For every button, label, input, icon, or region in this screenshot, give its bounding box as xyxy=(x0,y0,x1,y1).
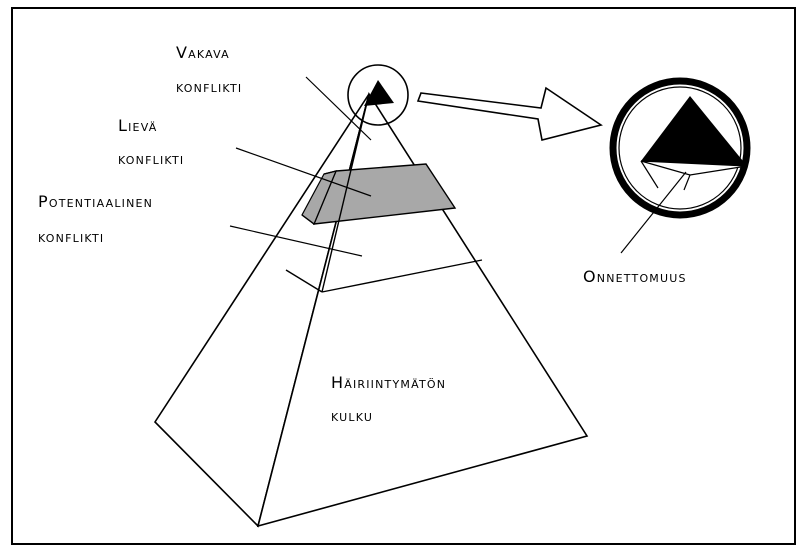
label-onnettomuus: Onnettomuus xyxy=(583,267,687,286)
apex-magnifier-circle xyxy=(347,64,409,126)
leader-line-potentiaalinen xyxy=(229,225,363,257)
leader-line-vakava xyxy=(305,76,372,141)
label-potentiaalinen-line2: konflikti xyxy=(38,227,104,246)
front-edge-upper xyxy=(321,93,370,293)
leader-line-onnettomuus xyxy=(620,171,687,254)
boundary-line-bottom-left xyxy=(301,214,315,225)
label-vakava-line2: konflikti xyxy=(176,77,242,96)
arrow-icon xyxy=(416,86,603,141)
apex-triangle xyxy=(364,80,394,106)
zoom-outer-ring xyxy=(609,77,751,219)
label-vakava-line1: Vakava xyxy=(176,43,230,62)
pyramid-right-face xyxy=(256,92,589,528)
boundary-line-lower-right xyxy=(321,259,483,293)
zoom-inner-ring xyxy=(618,86,742,210)
label-lieva-line2: konflikti xyxy=(118,149,184,168)
leader-line-lieva xyxy=(235,147,372,197)
boundary-line-top-left xyxy=(323,170,337,175)
zoomed-triangle-base xyxy=(640,160,748,176)
label-hairiintymaton-line1: Häiriintymätön xyxy=(331,373,446,392)
boundary-line-lower-left xyxy=(285,269,323,293)
frame-border xyxy=(11,7,796,545)
zoom-edge-right xyxy=(683,174,691,191)
zoom-edge-left xyxy=(640,160,659,189)
label-lieva-line1: Lievä xyxy=(118,116,157,135)
label-potentiaalinen-line1: Potentiaalinen xyxy=(38,192,153,211)
zoomed-triangle xyxy=(641,96,747,166)
label-hairiintymaton-line2: kulku xyxy=(331,406,373,425)
